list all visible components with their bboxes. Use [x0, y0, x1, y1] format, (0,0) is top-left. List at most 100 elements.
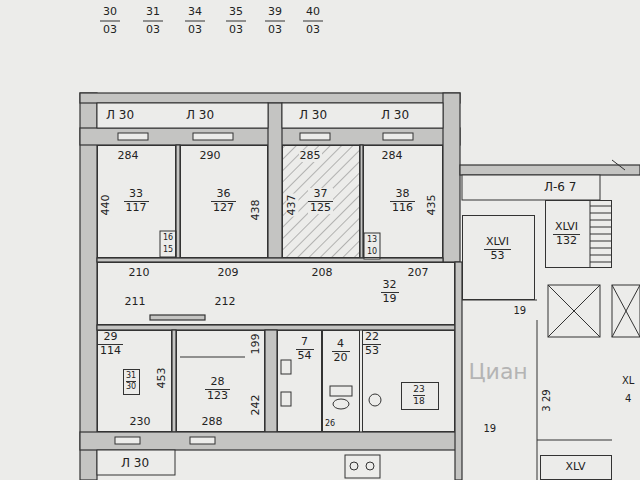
room-area: 125: [308, 202, 333, 215]
room-area: 53: [363, 345, 381, 358]
plan-label: Л 30: [380, 109, 410, 122]
room-number: 22: [363, 331, 381, 345]
room-box: 420: [322, 330, 360, 432]
plan-label: 31: [145, 6, 161, 18]
plan-label: 10: [366, 248, 378, 257]
room-label: 754: [296, 336, 314, 362]
dimension-label: 199: [250, 333, 262, 356]
plan-label: 03: [187, 24, 203, 36]
plan-label: 19: [513, 305, 528, 316]
room-box: XLV: [540, 455, 612, 480]
plan-label: 03: [102, 24, 118, 36]
plan-label: 19: [483, 423, 498, 434]
dimension-label: 437: [286, 194, 298, 217]
room-number: XLVI: [553, 221, 580, 235]
plan-label: Л 30: [120, 457, 150, 470]
plan-label: 285: [299, 150, 322, 162]
room-label: 2253: [363, 331, 381, 357]
dimension-label: 438: [250, 199, 262, 222]
room-area: 20: [332, 352, 350, 365]
room-area: 114: [98, 345, 123, 358]
room-number: 36: [211, 188, 236, 202]
room-number: 7: [296, 336, 314, 350]
plan-label: 03: [267, 24, 283, 36]
room-number: 33: [124, 188, 149, 202]
plan-label: 210: [128, 267, 151, 279]
plan-label: 284: [381, 150, 404, 162]
room-label: 33117: [124, 188, 149, 214]
plan-label: 34: [187, 6, 203, 18]
plan-label: 39: [267, 6, 283, 18]
plan-label: 4: [624, 393, 632, 404]
room-label: 28123: [205, 376, 230, 402]
plan-label: 16: [162, 234, 174, 243]
room-number: 31: [126, 371, 136, 381]
plan-label: 35: [228, 6, 244, 18]
plan-label: 290: [199, 150, 222, 162]
room-area: 53: [484, 250, 511, 263]
room-area: 127: [211, 202, 236, 215]
room-area: 19: [381, 293, 399, 306]
plan-label: 288: [201, 416, 224, 428]
room-area: 116: [390, 202, 415, 215]
room-box: 3130: [123, 369, 140, 395]
room-number: 32: [381, 279, 399, 293]
room-number: XLV: [564, 461, 588, 474]
room-area: 54: [296, 350, 314, 363]
plan-label: 209: [217, 267, 240, 279]
plan-label: 26: [324, 420, 336, 429]
room-area: 132: [553, 235, 580, 248]
dimension-label: 440: [100, 194, 112, 217]
plan-label: 208: [311, 267, 334, 279]
room-number: 38: [390, 188, 415, 202]
room-label: 36127: [211, 188, 236, 214]
room-number: 37: [308, 188, 333, 202]
plan-label: XL: [621, 375, 635, 386]
room-box: 754: [277, 330, 322, 432]
plan-label: 15: [162, 246, 174, 255]
dimension-label: 242: [250, 394, 262, 417]
plan-label: 30: [102, 6, 118, 18]
plan-label: Л-6 7: [543, 181, 577, 194]
plan-label: Л 30: [298, 109, 328, 122]
room-label: 420: [332, 338, 350, 364]
room-number: 23: [413, 384, 424, 395]
plan-label: 03: [145, 24, 161, 36]
room-box: 3219: [97, 262, 455, 325]
room-number: 29: [98, 331, 123, 345]
room-number: 28: [205, 376, 230, 390]
room-label: 2318: [413, 384, 424, 406]
dimension-label: 453: [156, 367, 168, 390]
room-label: XLVI132: [553, 221, 580, 247]
room-label: 3130: [126, 371, 136, 390]
room-number: XLVI: [484, 236, 511, 250]
room-area: 117: [124, 202, 149, 215]
plan-label: Л 30: [185, 109, 215, 122]
plan-label: 03: [305, 24, 321, 36]
room-box: 2318: [401, 382, 439, 410]
dimension-label: 435: [426, 194, 438, 217]
plan-label: Л 30: [105, 109, 135, 122]
plan-label: 207: [407, 267, 430, 279]
room-label: 29114: [98, 331, 123, 357]
plan-label: 40: [305, 6, 321, 18]
plan-label: 212: [214, 296, 237, 308]
room-label: 38116: [390, 188, 415, 214]
room-label: 3219: [381, 279, 399, 305]
room-number: 4: [332, 338, 350, 352]
plan-label: 211: [124, 296, 147, 308]
room-area: 30: [126, 382, 136, 391]
room-label: XLVI53: [484, 236, 511, 262]
plan-label: 230: [129, 416, 152, 428]
room-label: XLV: [564, 461, 588, 474]
room-label: 37125: [308, 188, 333, 214]
room-box: 2253 2318: [362, 330, 455, 432]
dimension-label: 3 29: [541, 388, 552, 412]
room-box: XLVI53: [462, 215, 535, 300]
plan-label: 284: [117, 150, 140, 162]
plan-label: 03: [228, 24, 244, 36]
room-box: XLVI132: [545, 200, 612, 268]
plan-label: 13: [366, 236, 378, 245]
room-area: 18: [413, 396, 424, 406]
